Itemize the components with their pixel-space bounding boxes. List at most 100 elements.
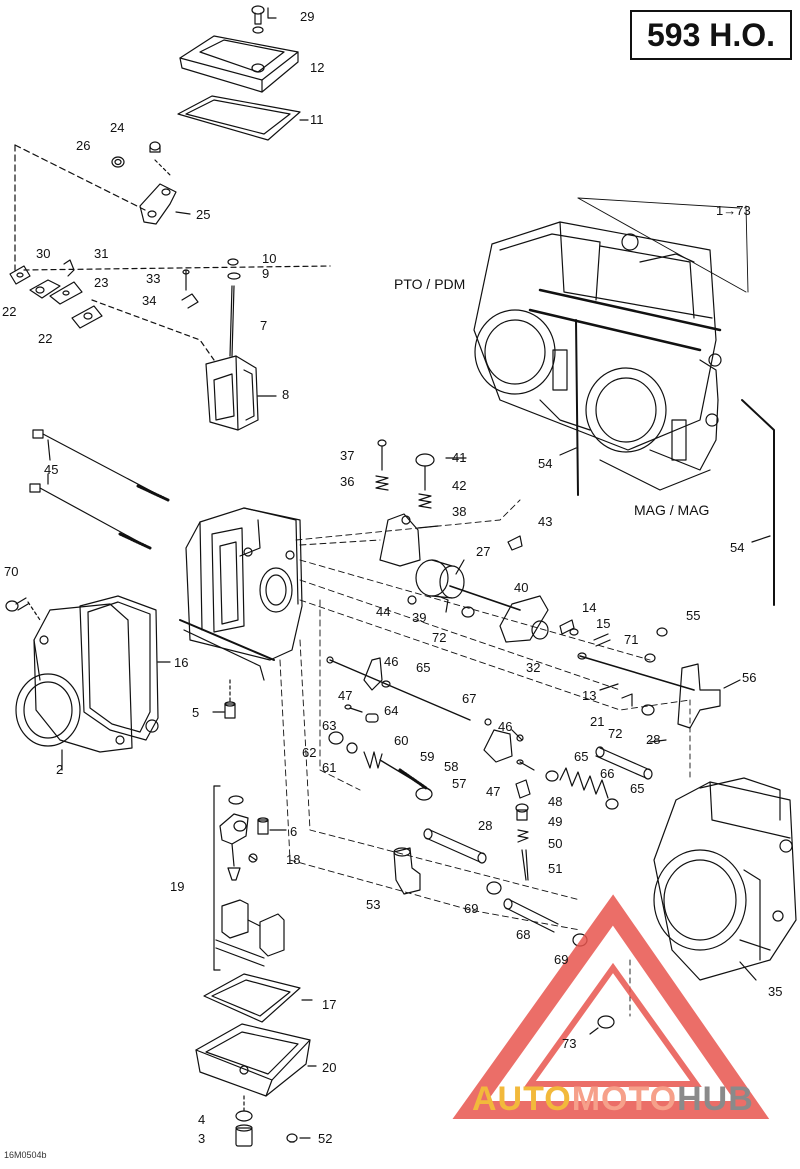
washer-9 <box>227 272 241 280</box>
callout-30: 30 <box>36 246 50 261</box>
callout-73: 73 <box>562 1036 576 1051</box>
callout-11: 11 <box>310 112 324 127</box>
callout-2: 2 <box>56 762 63 777</box>
callout-26: 26 <box>76 138 90 153</box>
screw-59 <box>379 759 431 791</box>
callout-67: 67 <box>462 691 476 706</box>
watermark-hub: HUB <box>677 1080 754 1118</box>
spring-60 <box>363 751 383 769</box>
tube-28a <box>595 746 653 780</box>
plate-23 <box>29 279 83 305</box>
pin-18 <box>248 853 258 863</box>
oring-63 <box>328 731 344 745</box>
tube-28b <box>423 828 487 864</box>
jet-5 <box>224 701 236 719</box>
callout-24: 24 <box>110 120 124 135</box>
slide-8 <box>205 355 259 431</box>
callout-53: 53 <box>366 897 380 912</box>
callout-32: 32 <box>526 660 540 675</box>
callout-60: 60 <box>394 733 408 748</box>
callout-22: 22 <box>38 331 52 346</box>
callout-37: 37 <box>340 448 354 463</box>
carburetor-rack <box>473 221 722 491</box>
callout-12: 12 <box>310 60 324 75</box>
callout-18: 18 <box>286 852 300 867</box>
callout-9: 9 <box>262 266 269 281</box>
carburetor-body <box>179 507 303 681</box>
callout-19: 19 <box>170 879 184 894</box>
model-title: 593 H.O. <box>646 16 776 53</box>
callout-51: 51 <box>548 861 562 876</box>
callout-48: 48 <box>548 794 562 809</box>
callout-47: 47 <box>338 688 352 703</box>
plate-22 <box>71 305 103 329</box>
callout-45: 45 <box>44 462 58 477</box>
float-valve <box>219 813 249 881</box>
bracket-56 <box>677 663 721 729</box>
callout-55: 55 <box>686 608 700 623</box>
screw-33 <box>182 269 190 291</box>
screw-55 <box>644 627 668 663</box>
gasket-17 <box>203 973 301 1023</box>
callout-28: 28 <box>478 818 492 833</box>
screw-45b <box>29 483 152 550</box>
nut-49 <box>515 803 529 821</box>
callout-57: 57 <box>452 776 466 791</box>
callout-65: 65 <box>630 781 644 796</box>
lever-46b <box>511 729 524 742</box>
tube-68 <box>503 898 559 933</box>
washer-44 <box>407 595 417 605</box>
screw-24 <box>149 141 161 153</box>
clip-10 <box>227 258 239 266</box>
callout-14: 14 <box>582 600 596 615</box>
lever-25 <box>139 183 177 225</box>
pulley-27 <box>415 559 465 599</box>
washer-65c <box>605 798 619 810</box>
callout-69: 69 <box>464 901 478 916</box>
cap-48 <box>515 779 531 799</box>
spring-36 <box>375 475 389 491</box>
washer-39 <box>437 595 449 613</box>
callout-7: 7 <box>260 318 267 333</box>
callout-61: 61 <box>322 760 336 775</box>
bracket-19 <box>213 785 221 971</box>
drain-plug-3 <box>235 1124 253 1147</box>
callout-71: 71 <box>624 632 638 647</box>
top-cover-12 <box>179 35 299 93</box>
lever-32 <box>499 595 549 643</box>
callout-68: 68 <box>516 927 530 942</box>
callout-28: 28 <box>646 732 660 747</box>
screw-45a <box>32 429 170 502</box>
callout-34: 34 <box>142 293 156 308</box>
callout-46: 46 <box>384 654 398 669</box>
callout-49: 49 <box>548 814 562 829</box>
mag-label: MAG / MAG <box>634 502 710 518</box>
screw-71 <box>593 633 611 647</box>
callout-25: 25 <box>196 207 210 222</box>
needle-7 <box>229 285 235 357</box>
needle-51 <box>521 849 529 881</box>
callout-23: 23 <box>94 275 108 290</box>
callout-5: 5 <box>192 705 199 720</box>
leader-29 <box>267 7 277 19</box>
washer-72a <box>461 606 475 618</box>
watermark-brand: AUTOMOTOHUB <box>472 1080 754 1119</box>
oring-4 <box>235 1110 253 1122</box>
clip-34 <box>181 293 199 309</box>
callout-16: 16 <box>174 655 188 670</box>
clip-31 <box>63 259 75 277</box>
bushing-64 <box>365 713 379 723</box>
callout-29: 29 <box>300 9 314 24</box>
screw-6 <box>257 817 269 835</box>
callout-54: 54 <box>730 540 744 555</box>
gasket-11 <box>177 95 301 141</box>
shaft-40 <box>449 585 521 611</box>
callout-4: 4 <box>198 1112 205 1127</box>
rod-13 <box>577 652 695 691</box>
spring-42 <box>418 493 432 509</box>
callout-22: 22 <box>2 304 16 319</box>
callout-8: 8 <box>282 387 289 402</box>
callout-27: 27 <box>476 544 490 559</box>
